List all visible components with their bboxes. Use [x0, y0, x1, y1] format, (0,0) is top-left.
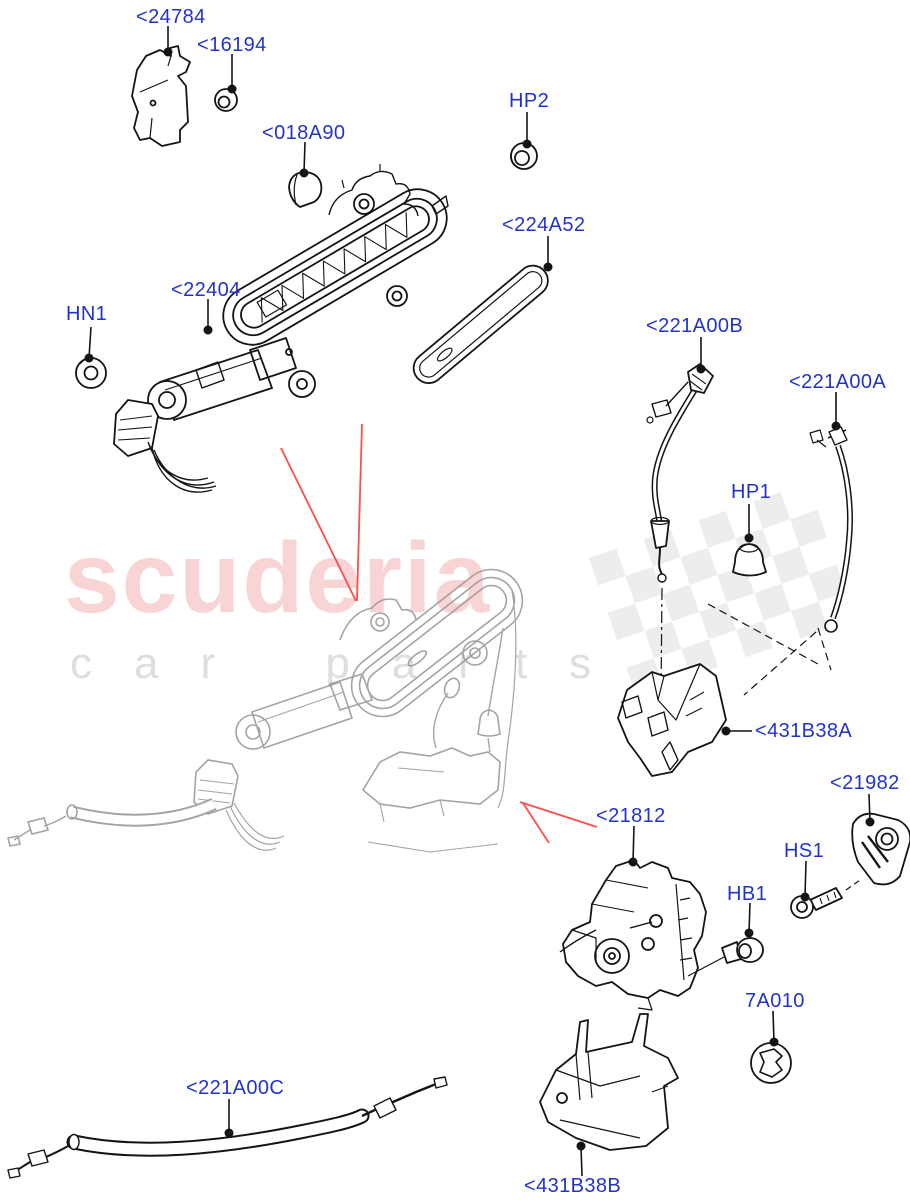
part-drawing-21812 — [559, 859, 707, 1011]
part-label-431B38A[interactable]: <431B38A — [755, 720, 853, 742]
part-label-24784[interactable]: <24784 — [136, 6, 206, 28]
watermark-brand: scuderia — [64, 522, 492, 634]
part-label-221A00C[interactable]: <221A00C — [186, 1077, 285, 1099]
part-drawing-HN1 — [75, 357, 107, 389]
part-drawing-221A00B — [646, 363, 714, 697]
part-label-HB1[interactable]: HB1 — [727, 883, 768, 905]
part-drawing-22404 — [113, 164, 449, 493]
part-label-221A00B[interactable]: <221A00B — [646, 315, 744, 337]
part-label-431B38B[interactable]: <431B38B — [524, 1175, 622, 1197]
part-drawing-221A00A — [707, 426, 853, 696]
part-label-224A52[interactable]: <224A52 — [502, 214, 586, 236]
leader-lines — [88, 26, 871, 1177]
part-label-HN1[interactable]: HN1 — [66, 303, 108, 325]
part-drawing-221A00C — [7, 1076, 448, 1179]
red-locator-arrows — [280, 423, 598, 844]
part-label-221A00A[interactable]: <221A00A — [789, 371, 887, 393]
checkered-flag-watermark — [588, 491, 846, 696]
installed-assembly-ghost — [7, 568, 524, 853]
part-label-22404[interactable]: <22404 — [171, 279, 241, 301]
part-drawing-018A90 — [288, 171, 323, 208]
part-drawing-24784 — [131, 45, 191, 147]
part-drawing-HS1 — [790, 879, 861, 919]
part-drawing-HP1 — [732, 543, 767, 577]
watermark-subtitle: car parts — [70, 639, 634, 688]
part-drawing-21982 — [851, 812, 910, 886]
part-drawing-431B38A — [617, 663, 727, 777]
part-drawing-HB1 — [687, 937, 764, 977]
part-label-018A90[interactable]: <018A90 — [262, 122, 346, 144]
part-drawing-7A010 — [750, 1042, 792, 1084]
part-label-21982[interactable]: <21982 — [830, 772, 900, 794]
part-drawing-431B38B — [539, 1013, 679, 1151]
part-label-7A010[interactable]: 7A010 — [745, 990, 805, 1012]
leader-dots — [84, 47, 875, 1151]
part-label-HS1[interactable]: HS1 — [784, 840, 825, 862]
part-label-21812[interactable]: <21812 — [596, 805, 666, 827]
part-drawing-16194 — [214, 88, 238, 112]
part-label-HP1[interactable]: HP1 — [731, 481, 772, 503]
part-drawing-224A52 — [412, 264, 549, 384]
part-label-16194[interactable]: <16194 — [197, 34, 267, 56]
part-label-HP2[interactable]: HP2 — [509, 90, 550, 112]
